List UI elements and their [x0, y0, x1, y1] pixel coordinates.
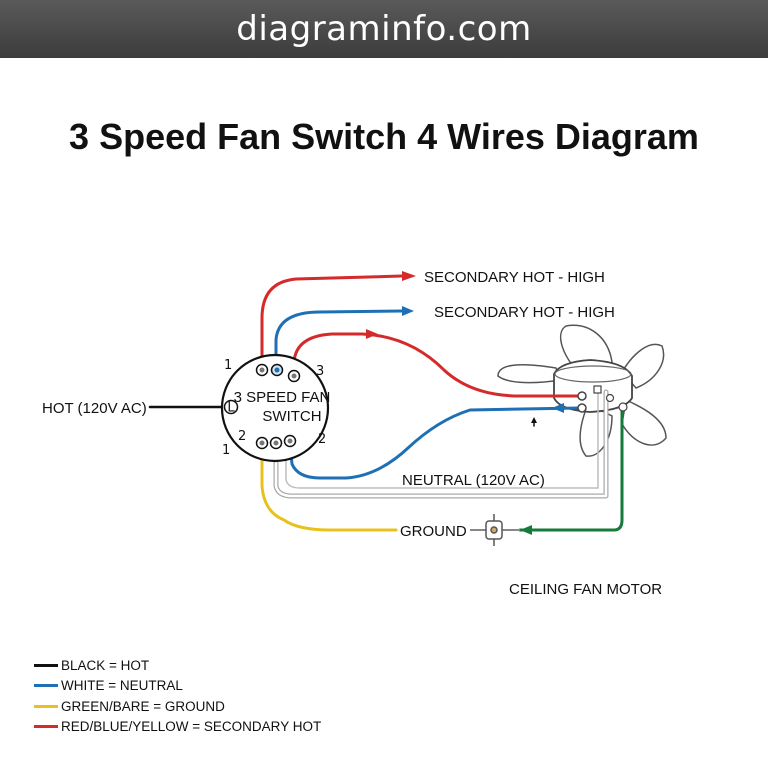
legend-swatch: [34, 684, 58, 688]
switch-center-mark: L: [227, 401, 235, 416]
terminal-number: 1: [224, 358, 232, 373]
red-motor-wire: [292, 332, 582, 398]
hot-label: HOT (120V AC): [42, 400, 147, 417]
terminal-number: 1: [222, 443, 230, 458]
ground-connector-icon: [470, 514, 520, 546]
switch-terminals-top: [255, 363, 301, 383]
legend: BLACK = HOT WHITE = NEUTRAL GREEN/BARE =…: [34, 655, 321, 737]
legend-swatch: [34, 704, 58, 708]
red-secondary-hot-wire-1: [260, 274, 404, 372]
switch-label-line1: 3 SPEED FAN: [234, 389, 331, 406]
switch-label-line2: SWITCH: [262, 408, 321, 425]
terminal-number: 2: [238, 429, 246, 444]
blue-secondary-hot-wire-2: [274, 309, 404, 372]
legend-item: WHITE = NEUTRAL: [34, 676, 321, 697]
legend-swatch: [34, 725, 58, 729]
yellow-wire: [260, 441, 398, 532]
legend-text: BLACK = HOT: [61, 657, 150, 673]
motor-label: CEILING FAN MOTOR: [509, 581, 662, 598]
secondary-hot-label-2: SECONDARY HOT - HIGH: [434, 304, 615, 321]
site-name: diagraminfo.com: [236, 9, 532, 49]
terminal-number: 3: [316, 364, 324, 379]
green-ground-wire: [518, 408, 624, 532]
legend-text: WHITE = NEUTRAL: [61, 678, 183, 694]
site-banner: diagraminfo.com: [0, 0, 768, 58]
ground-label: GROUND: [400, 523, 467, 540]
terminal-number: 2: [318, 432, 326, 447]
blue-neutral-wire: [288, 406, 582, 480]
page-title: 3 Speed Fan Switch 4 Wires Diagram: [69, 116, 699, 157]
legend-item: GREEN/BARE = GROUND: [34, 696, 321, 717]
switch-terminals-bottom: [255, 434, 297, 450]
neutral-label: NEUTRAL (120V AC): [402, 472, 545, 489]
legend-text: RED/BLUE/YELLOW = SECONDARY HOT: [61, 719, 322, 735]
legend-item: BLACK = HOT: [34, 655, 321, 676]
fan-switch: L 3 SPEED FAN SWITCH 1 2 3 2 1 3: [220, 353, 331, 463]
legend-item: RED/BLUE/YELLOW = SECONDARY HOT: [34, 717, 321, 738]
secondary-hot-label-1: SECONDARY HOT - HIGH: [424, 269, 605, 286]
legend-swatch: [34, 663, 58, 667]
ceiling-fan-icon: [497, 324, 667, 457]
legend-text: GREEN/BARE = GROUND: [61, 698, 225, 714]
motor-terminals: [577, 385, 628, 413]
